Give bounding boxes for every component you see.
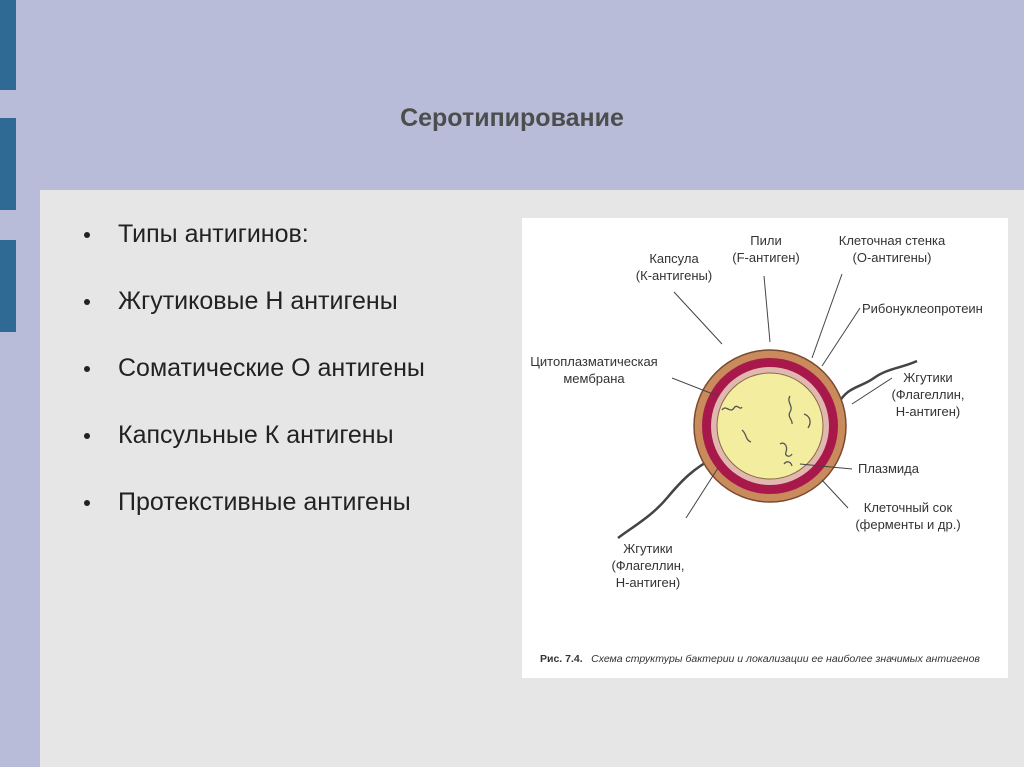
bullet-dot-icon	[84, 500, 90, 506]
bullet-item: Капсульные К антигены	[84, 423, 425, 490]
bullet-dot-icon	[84, 433, 90, 439]
label-pili-1: Пили	[750, 233, 781, 248]
label-flag-right-2: (Флагеллин,	[891, 387, 964, 402]
bullet-text: Типы антигинов:	[118, 220, 309, 248]
bullet-item: Жгутиковые Н антигены	[84, 289, 425, 356]
label-ribo: Рибонуклеопротеин	[862, 301, 983, 316]
bacteria-diagram: Капсула (К-антигены) Пили (F-антиген) Кл…	[522, 218, 1008, 678]
label-flag-left-3: Н-антиген)	[616, 575, 681, 590]
side-accent-bar-1	[0, 0, 16, 90]
bullet-text: Жгутиковые Н антигены	[118, 287, 398, 315]
bacteria-figure: Капсула (К-антигены) Пили (F-антиген) Кл…	[522, 218, 1008, 678]
figure-caption: Рис. 7.4. Схема структуры бактерии и лок…	[540, 649, 980, 666]
bullet-text: Соматические О антигены	[118, 354, 425, 382]
label-capsule-2: (К-антигены)	[636, 268, 712, 283]
bullet-dot-icon	[84, 232, 90, 238]
bullet-item: Соматические О антигены	[84, 356, 425, 423]
bullet-list: Типы антигинов: Жгутиковые Н антигены Со…	[84, 222, 425, 557]
label-wall-1: Клеточная стенка	[839, 233, 946, 248]
slide-title: Серотипирование	[0, 104, 1024, 133]
label-membrane-1: Цитоплазматическая	[530, 354, 657, 369]
bullet-text: Капсульные К антигены	[118, 421, 394, 449]
label-plasmid: Плазмида	[858, 461, 920, 476]
bullet-dot-icon	[84, 299, 90, 305]
bullet-item: Типы антигинов:	[84, 222, 425, 289]
bullet-item: Протекстивные антигены	[84, 490, 425, 557]
label-sap-2: (ферменты и др.)	[855, 517, 960, 532]
label-capsule-1: Капсула	[649, 251, 699, 266]
bullet-text: Протекстивные антигены	[118, 488, 411, 516]
bullet-dot-icon	[84, 366, 90, 372]
label-sap-1: Клеточный сок	[864, 500, 953, 515]
label-flag-right-1: Жгутики	[903, 370, 952, 385]
caption-prefix: Рис. 7.4.	[540, 653, 583, 665]
label-wall-2: (О-антигены)	[853, 250, 932, 265]
label-pili-2: (F-антиген)	[732, 250, 799, 265]
label-flag-right-3: Н-антиген)	[896, 404, 961, 419]
side-accent-bar-3	[0, 240, 16, 332]
flagellum-left	[618, 458, 714, 538]
caption-text: Схема структуры бактерии и локализации е…	[591, 653, 980, 665]
label-flag-left-2: (Флагеллин,	[611, 558, 684, 573]
label-membrane-2: мембрана	[563, 371, 625, 386]
cytoplasm	[717, 373, 823, 479]
label-flag-left-1: Жгутики	[623, 541, 672, 556]
